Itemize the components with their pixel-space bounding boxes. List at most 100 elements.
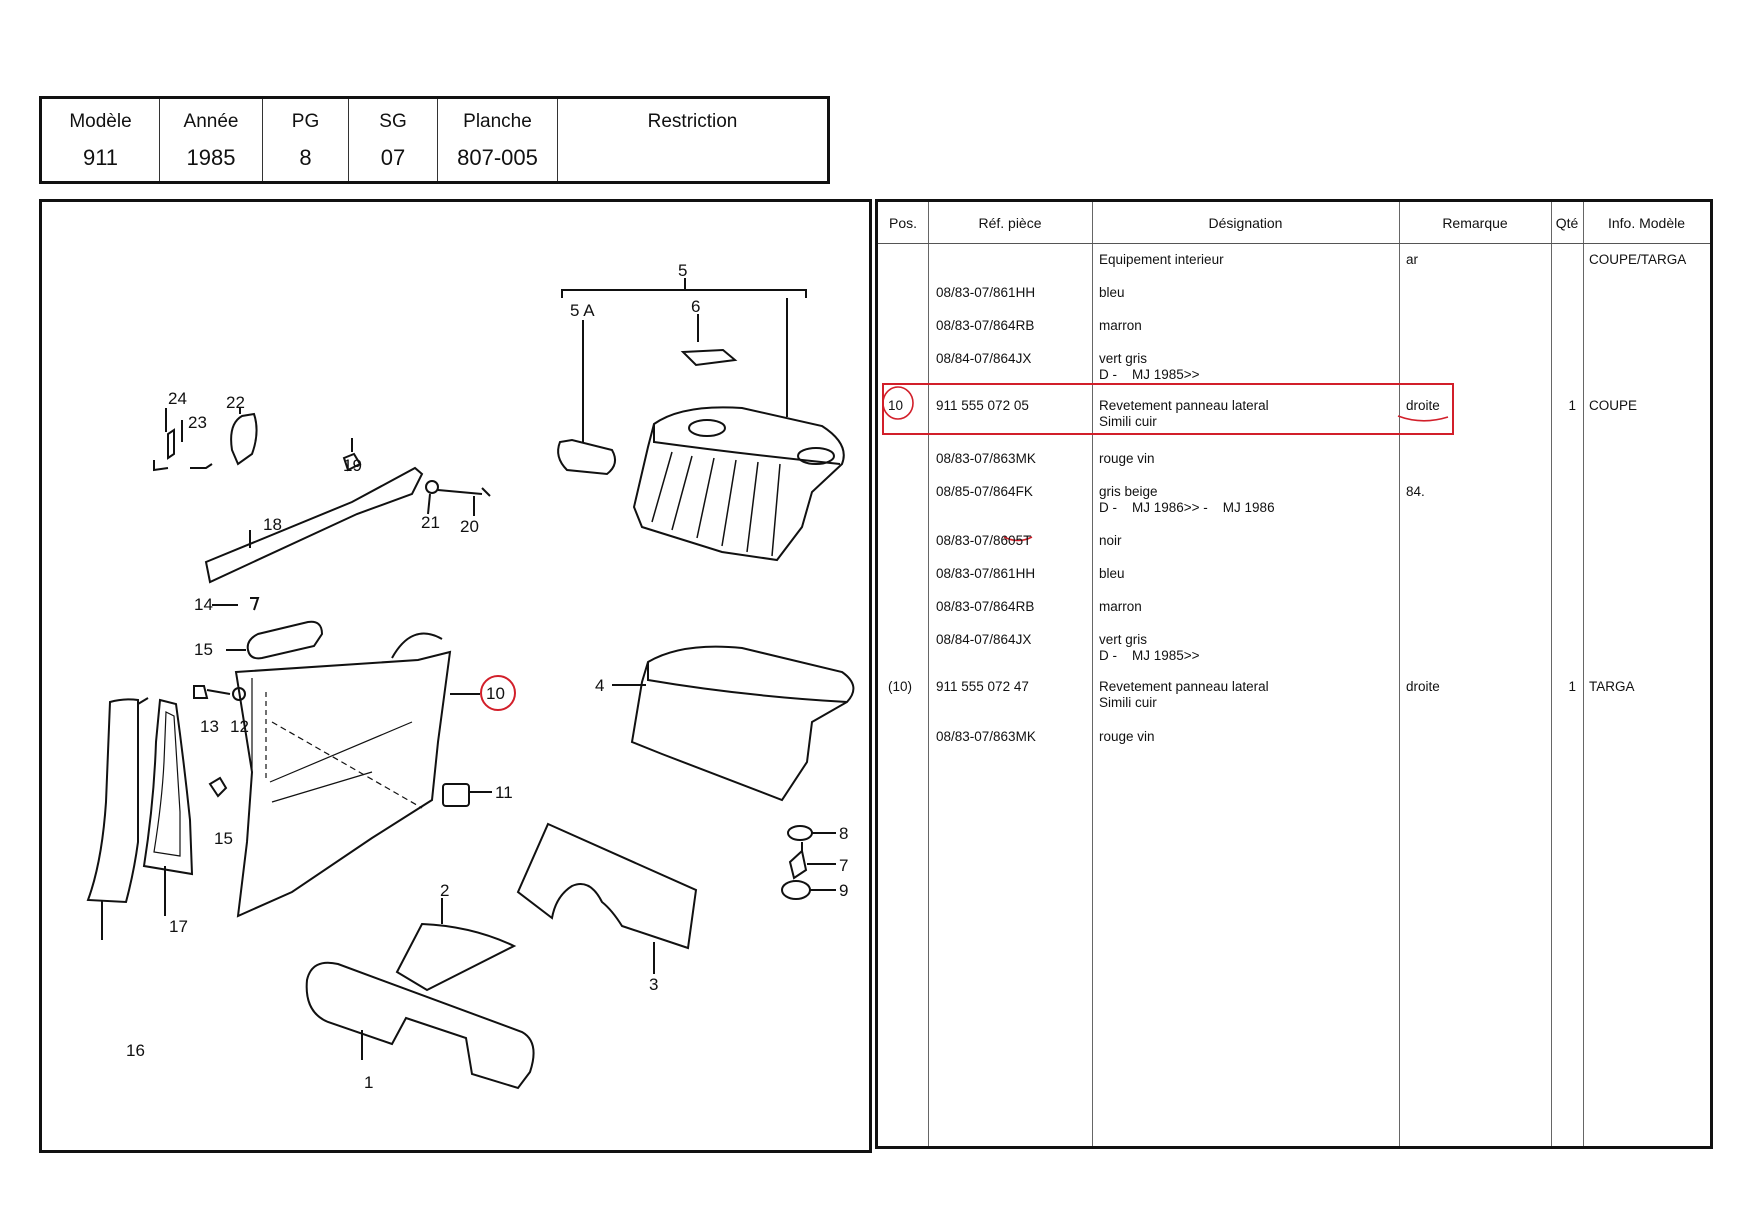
header-value: 07 bbox=[380, 145, 406, 170]
cell-designation: rouge vin bbox=[1099, 729, 1155, 744]
callout-3: 3 bbox=[649, 975, 658, 994]
cell-pos: 10 bbox=[888, 398, 904, 413]
highlight-underline-remarque bbox=[1397, 415, 1449, 422]
column-divider bbox=[1399, 202, 1400, 1146]
cell-designation: Equipement interieur bbox=[1099, 252, 1224, 267]
part-12-washer bbox=[232, 687, 246, 701]
part-23-bracket bbox=[230, 412, 258, 466]
cell-ref: 911 555 072 47 bbox=[936, 679, 1029, 694]
cell-info: COUPE/TARGA bbox=[1589, 252, 1687, 267]
header-table: Modèle 911 Année 1985 PG 8 SG 07 Planche… bbox=[39, 96, 830, 184]
header-qte: Qté bbox=[1555, 215, 1579, 231]
header-remarque: Remarque bbox=[1442, 215, 1508, 231]
header-label: Année bbox=[183, 111, 239, 132]
part-10-side-trim bbox=[234, 650, 452, 918]
callout-6: 6 bbox=[691, 297, 700, 316]
part-16-clip bbox=[208, 776, 228, 798]
header-value: 807-005 bbox=[457, 145, 538, 170]
callout-14: 14 bbox=[194, 595, 213, 614]
part-15-handle bbox=[246, 620, 324, 660]
part-20-clip bbox=[342, 452, 362, 472]
header-label: Restriction bbox=[647, 111, 738, 132]
part-3-panel bbox=[516, 822, 698, 950]
part-5-rear-shelf bbox=[632, 406, 845, 562]
part-8-grommet bbox=[787, 825, 813, 841]
part-9-knob bbox=[781, 880, 811, 900]
cell-ref: 08/83-07/864RB bbox=[936, 318, 1035, 333]
table-body: Equipement interieur ar COUPE/TARGA 08/8… bbox=[878, 243, 1710, 1146]
column-divider bbox=[928, 202, 929, 1146]
cell-ref: 911 555 072 05 bbox=[936, 398, 1029, 413]
callout-13: 13 bbox=[200, 717, 219, 736]
cell-designation: marron bbox=[1099, 318, 1142, 333]
column-divider bbox=[1583, 202, 1584, 1146]
cell-designation: bleu bbox=[1099, 566, 1125, 581]
parts-table: Pos. Réf. pièce Désignation Remarque Qté… bbox=[875, 199, 1713, 1149]
header-designation: Désignation bbox=[1208, 215, 1283, 231]
callout-17: 16 bbox=[126, 1041, 145, 1060]
header-ref: Réf. pièce bbox=[978, 215, 1042, 231]
header-info: Info. Modèle bbox=[1607, 215, 1686, 231]
cell-designation: Revetement panneau lateral Simili cuir bbox=[1099, 679, 1269, 710]
cell-qte: 1 bbox=[1568, 398, 1576, 413]
part-19-rail bbox=[204, 466, 424, 584]
callout-23: 22 bbox=[226, 393, 245, 412]
callout-7: 7 bbox=[839, 856, 848, 875]
part-25-plate bbox=[153, 428, 175, 472]
callout-11: 11 bbox=[495, 783, 513, 802]
header-pos: Pos. bbox=[888, 215, 917, 231]
header-label: Planche bbox=[463, 111, 532, 132]
header-value: 8 bbox=[299, 145, 312, 170]
callout-5a: 5 A bbox=[570, 301, 595, 320]
highlight-box bbox=[882, 383, 1454, 435]
cell-designation: rouge vin bbox=[1099, 451, 1155, 466]
cell-ref: 08/83-07/8605T bbox=[936, 533, 1032, 548]
header-col-annee: Année 1985 bbox=[160, 99, 263, 181]
callout-25: 24 bbox=[168, 389, 187, 408]
cell-ref: 08/85-07/864FK bbox=[936, 484, 1033, 499]
column-divider bbox=[1092, 202, 1093, 1146]
highlight-underline-ref bbox=[1003, 536, 1033, 542]
callout-22: 21 bbox=[421, 513, 440, 532]
header-label: Modèle bbox=[69, 111, 132, 132]
highlight-circle-pos bbox=[882, 386, 914, 420]
part-18-pillar-trim bbox=[142, 698, 194, 876]
cell-designation: bleu bbox=[1099, 285, 1125, 300]
header-col-sg: SG 07 bbox=[349, 99, 438, 181]
callout-1: 1 bbox=[364, 1073, 373, 1092]
cell-ref: 08/84-07/864JX bbox=[936, 632, 1032, 647]
callout-2: 2 bbox=[440, 881, 449, 900]
cell-info: TARGA bbox=[1589, 679, 1635, 694]
callout-19: 18 bbox=[263, 515, 282, 534]
header-value: 911 bbox=[82, 145, 119, 170]
diagram-drawing: 16 1 2 3 4 5 5 A 6 7 8 9 10 11 12 13 14 … bbox=[86, 261, 855, 1092]
cell-designation: gris beige D - MJ 1986>> - MJ 1986 bbox=[1099, 484, 1275, 515]
callout-16: 15 bbox=[214, 829, 233, 848]
cell-designation: Revetement panneau lateral Simili cuir bbox=[1099, 398, 1269, 429]
header-value: 1985 bbox=[186, 145, 236, 170]
callout-21: 20 bbox=[460, 517, 479, 536]
callout-4: 4 bbox=[595, 676, 604, 695]
cell-ref: 08/83-07/863MK bbox=[936, 729, 1036, 744]
cell-ref: 08/83-07/861HH bbox=[936, 566, 1036, 581]
header-col-restriction: Restriction bbox=[558, 99, 827, 181]
header-col-pg: PG 8 bbox=[263, 99, 349, 181]
cell-designation: vert gris D - MJ 1985>> bbox=[1099, 351, 1200, 382]
cell-ref: 08/84-07/864JX bbox=[936, 351, 1032, 366]
cell-info: COUPE bbox=[1589, 398, 1638, 413]
part-14-screw bbox=[212, 597, 260, 611]
callout-5: 5 bbox=[678, 261, 687, 280]
diagram-callouts: 16 1 2 3 4 5 5 A 6 7 8 9 10 11 12 13 14 … bbox=[126, 261, 848, 1092]
cell-remarque: ar bbox=[1406, 252, 1419, 267]
callout-12: 12 bbox=[230, 717, 249, 736]
cell-ref: 08/83-07/863MK bbox=[936, 451, 1036, 466]
cell-pos: (10) bbox=[888, 679, 913, 694]
diagram-linework bbox=[86, 278, 855, 1090]
callout-15: 15 bbox=[194, 640, 213, 659]
exploded-parts-diagram: 16 1 2 3 4 5 5 A 6 7 8 9 10 11 12 13 14 … bbox=[39, 199, 872, 1153]
cell-remarque: droite bbox=[1406, 398, 1440, 413]
part-24-screw bbox=[190, 463, 213, 469]
part-4-panel bbox=[630, 645, 855, 802]
header-col-modele: Modèle 911 bbox=[42, 99, 160, 181]
part-7-fastener bbox=[788, 842, 808, 880]
